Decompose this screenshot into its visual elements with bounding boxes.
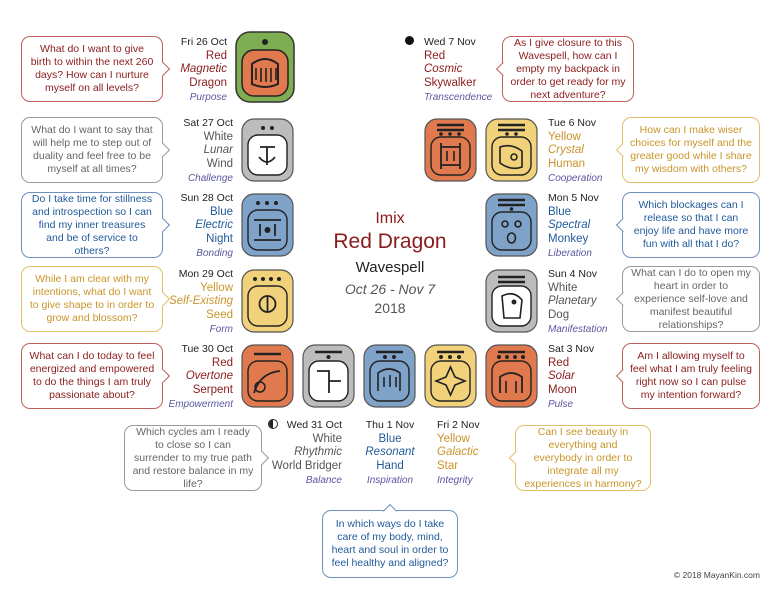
question-bubble-day-5: What can I do today to feel energized an… <box>21 343 170 409</box>
title-year: 2018 <box>374 300 406 316</box>
serpent-glyph-icon <box>241 344 294 408</box>
question-bubble-day-7: In which ways do I take care of my body,… <box>322 503 458 578</box>
question-bubble-day-2: What do I want to say that will help me … <box>21 117 170 183</box>
question-bubble-day-8: Can I see beauty in everything and every… <box>508 425 651 491</box>
question-bubble-day-4: While I am clear with my intentions, wha… <box>21 266 170 332</box>
question-bubble-day-11: Which blockages can I release so that I … <box>615 192 760 258</box>
question-bubble-day-12: How can I make wiser choices for myself … <box>615 117 760 183</box>
human-glyph-icon <box>485 118 538 182</box>
world-bridger-glyph-icon <box>302 344 355 408</box>
question-bubble-day-10: What can I do to open my heart in order … <box>615 266 760 332</box>
moon-glyph-icon <box>485 344 538 408</box>
question-bubble-day-9: Am I allowing myself to feel what I am t… <box>615 343 760 409</box>
skywalker-glyph-icon <box>424 118 477 182</box>
copyright-text: © 2018 MayanKin.com <box>673 570 760 580</box>
dog-glyph-icon <box>485 269 538 333</box>
hand-glyph-icon <box>363 344 416 408</box>
title-dates: Oct 26 - Nov 7 <box>344 281 436 297</box>
seed-glyph-icon <box>241 269 294 333</box>
question-bubble-day-1: What do I want to give birth to within t… <box>21 36 170 102</box>
star-glyph-icon <box>424 344 477 408</box>
wavespell-title: Imix Red Dragon Wavespell Oct 26 - Nov 7… <box>300 210 480 316</box>
wind-glyph-icon <box>241 118 294 182</box>
title-red-dragon: Red Dragon <box>333 230 447 253</box>
monkey-glyph-icon <box>485 193 538 257</box>
question-bubble-day-13: As I give closure to this Wavespell, how… <box>495 36 634 102</box>
title-wavespell: Wavespell <box>355 259 425 276</box>
dragon-glyph-icon <box>235 31 295 103</box>
question-bubble-day-3: Do I take time for stillness and introsp… <box>21 192 170 258</box>
new-moon-icon <box>405 36 414 45</box>
half-moon-icon <box>268 419 278 429</box>
title-imix: Imix <box>375 210 405 227</box>
question-bubble-day-6: Which cycles am I ready to close so I ca… <box>124 425 269 491</box>
night-glyph-icon <box>241 193 294 257</box>
